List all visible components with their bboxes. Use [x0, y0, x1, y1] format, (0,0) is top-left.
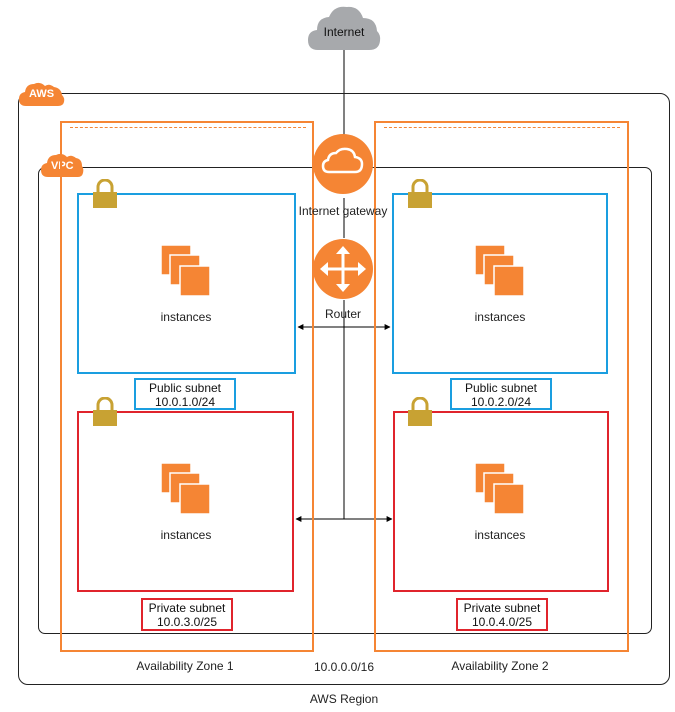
public-subnet-2 [392, 193, 608, 374]
router-icon [313, 239, 373, 299]
instances-label: instances [474, 310, 526, 324]
router-label: Router [324, 307, 362, 321]
instances-icon [474, 462, 525, 515]
subnet-cidr: 10.0.1.0/24 [154, 395, 216, 409]
availability-zone-1 [60, 121, 314, 652]
subnet-name: Public subnet [148, 381, 222, 395]
aws-region-container [18, 93, 670, 685]
lock-icon [408, 179, 432, 208]
availability-zone-2 [374, 121, 629, 652]
subnet-name: Private subnet [463, 601, 541, 615]
az1-dashed-line [70, 127, 306, 128]
subnet-name: Private subnet [148, 601, 226, 615]
public-subnet-2-label: Public subnet 10.0.2.0/24 [450, 378, 552, 410]
vpc-cloud-icon [41, 153, 84, 177]
private-subnet-1-label: Private subnet 10.0.3.0/25 [141, 598, 233, 631]
internet-label: Internet [323, 25, 365, 39]
subnet-name: Public subnet [464, 381, 538, 395]
internet-gateway-label: Internet gateway [298, 204, 388, 218]
public-subnet-1 [77, 193, 296, 374]
instances-icon [160, 244, 211, 297]
instances-icon [474, 244, 525, 297]
az2-dashed-line [384, 127, 620, 128]
subnet-cidr: 10.0.2.0/24 [470, 395, 532, 409]
internet-cloud-icon [308, 6, 381, 50]
aws-badge-label: AWS [29, 88, 55, 100]
instances-label: instances [160, 528, 212, 542]
subnet-cidr: 10.0.4.0/25 [471, 615, 533, 629]
private-subnet-2-label: Private subnet 10.0.4.0/25 [456, 598, 548, 631]
vpc-cidr-label: 10.0.0.0/16 [313, 660, 375, 674]
subnet-cidr: 10.0.3.0/25 [156, 615, 218, 629]
aws-cloud-icon [19, 82, 65, 106]
lock-icon [93, 397, 117, 426]
public-subnet-1-label: Public subnet 10.0.1.0/24 [134, 378, 236, 410]
availability-zone-2-label: Availability Zone 2 [451, 659, 549, 673]
instances-label: instances [474, 528, 526, 542]
instances-icon [160, 462, 211, 515]
aws-region-label: AWS Region [309, 692, 379, 706]
private-subnet-2 [393, 411, 609, 592]
lock-icon [93, 179, 117, 208]
lock-icon [408, 397, 432, 426]
internet-gateway-icon [313, 134, 373, 194]
private-subnet-1 [77, 411, 294, 592]
availability-zone-1-label: Availability Zone 1 [136, 659, 234, 673]
vpc-badge-label: VPC [51, 160, 74, 172]
instances-label: instances [160, 310, 212, 324]
